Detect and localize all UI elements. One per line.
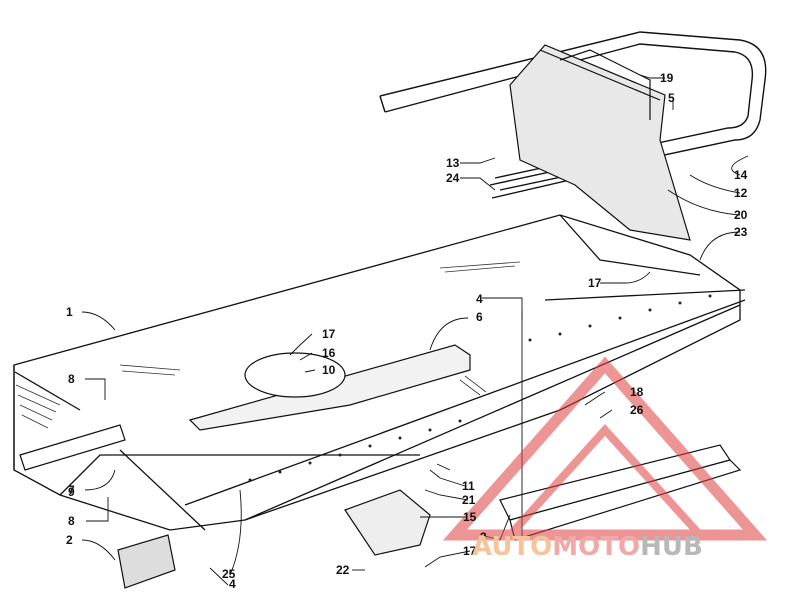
callout-17-mid: 17 bbox=[588, 276, 602, 290]
watermark-triangle bbox=[442, 356, 768, 541]
callout-8-top: 8 bbox=[68, 372, 75, 386]
callout-3: 3 bbox=[480, 530, 487, 544]
callout-22: 22 bbox=[336, 563, 350, 577]
callout-1: 1 bbox=[66, 305, 73, 319]
callout-15: 15 bbox=[463, 510, 477, 524]
callout-23: 23 bbox=[734, 225, 748, 239]
callout-4-top: 4 bbox=[476, 292, 483, 306]
left-bar bbox=[19, 424, 126, 471]
emblem-plate bbox=[188, 344, 471, 431]
callout-12: 12 bbox=[734, 186, 748, 200]
callout-8-bottom: 8 bbox=[68, 514, 75, 528]
callout-25: 25 bbox=[222, 567, 236, 581]
callout-17-bottom: 17 bbox=[463, 544, 477, 558]
snow-flap bbox=[509, 44, 691, 241]
callout-4-bottom: 4 bbox=[229, 577, 236, 591]
watermark-logo: AUTOMOTOHUB bbox=[472, 532, 797, 572]
callout-20: 20 bbox=[734, 208, 748, 222]
watermark-word-moto: MOTO bbox=[552, 532, 641, 562]
callout-14: 14 bbox=[734, 168, 748, 182]
callout-16: 16 bbox=[322, 346, 336, 360]
callout-18: 18 bbox=[630, 385, 644, 399]
callout-11: 11 bbox=[462, 479, 475, 493]
watermark-word-hub: HUB bbox=[640, 532, 703, 562]
callout-24: 24 bbox=[446, 171, 460, 185]
watermark-word-auto: AUTO bbox=[472, 532, 553, 562]
callout-9: 9 bbox=[68, 485, 75, 499]
callout-10: 10 bbox=[322, 363, 336, 377]
callout-17-top: 17 bbox=[322, 327, 336, 341]
callout-26: 26 bbox=[630, 403, 644, 417]
callout-7: 7 bbox=[68, 483, 75, 497]
callout-19: 19 bbox=[660, 71, 674, 85]
callout-6: 6 bbox=[476, 310, 483, 324]
bracket bbox=[344, 489, 431, 556]
callout-21: 21 bbox=[462, 493, 476, 507]
running-board bbox=[499, 444, 742, 541]
rivet-row bbox=[248, 294, 712, 482]
reflector bbox=[117, 534, 176, 589]
callout-13: 13 bbox=[446, 156, 460, 170]
leader-lines bbox=[81, 74, 749, 586]
callout-5: 5 bbox=[668, 91, 675, 105]
callout-2: 2 bbox=[66, 533, 73, 547]
